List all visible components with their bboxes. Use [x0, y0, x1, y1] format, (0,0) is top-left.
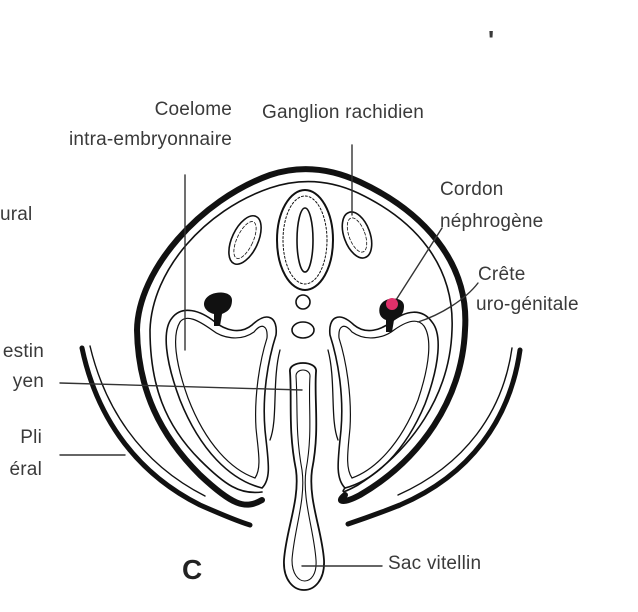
- label-intra-embryonnaire: intra-embryonnaire: [68, 129, 232, 150]
- lateral-fold-left: [79, 345, 253, 528]
- label-lateral: éral: [9, 459, 42, 480]
- spinal-ganglion-left: [228, 215, 262, 265]
- neural-tube: [276, 189, 334, 291]
- label-pli: Pli: [20, 427, 42, 448]
- label-sac-vitellin: Sac vitellin: [388, 553, 482, 574]
- stray-mark: ': [488, 25, 495, 55]
- nephrogenic-cord-left: [204, 292, 232, 326]
- label-tube-neural: ural: [0, 204, 33, 225]
- label-cordon: Cordon: [440, 179, 504, 200]
- body-wall-outline: [133, 166, 469, 508]
- aorta: [291, 321, 315, 339]
- label-ganglion-rachidien: Ganglion rachidien: [262, 102, 425, 123]
- gut-tube: [283, 362, 325, 591]
- lateral-fold-right: [345, 347, 523, 527]
- spinal-ganglion-right: [341, 211, 373, 259]
- panel-letter: C: [182, 554, 203, 585]
- label-moyen: yen: [12, 371, 44, 392]
- label-nephrogene: néphrogène: [440, 211, 544, 232]
- coelom-left: [165, 309, 277, 489]
- label-crete: Crête: [478, 264, 526, 285]
- nephrogenic-highlight: [386, 298, 398, 310]
- label-coelome: Coelome: [154, 99, 232, 120]
- notochord: [295, 294, 311, 310]
- label-uro-genitale: uro-génitale: [476, 294, 579, 315]
- nephrogenic-cord-right: [379, 298, 404, 332]
- label-intestin: estin: [2, 341, 44, 362]
- coelom-right: [329, 311, 439, 489]
